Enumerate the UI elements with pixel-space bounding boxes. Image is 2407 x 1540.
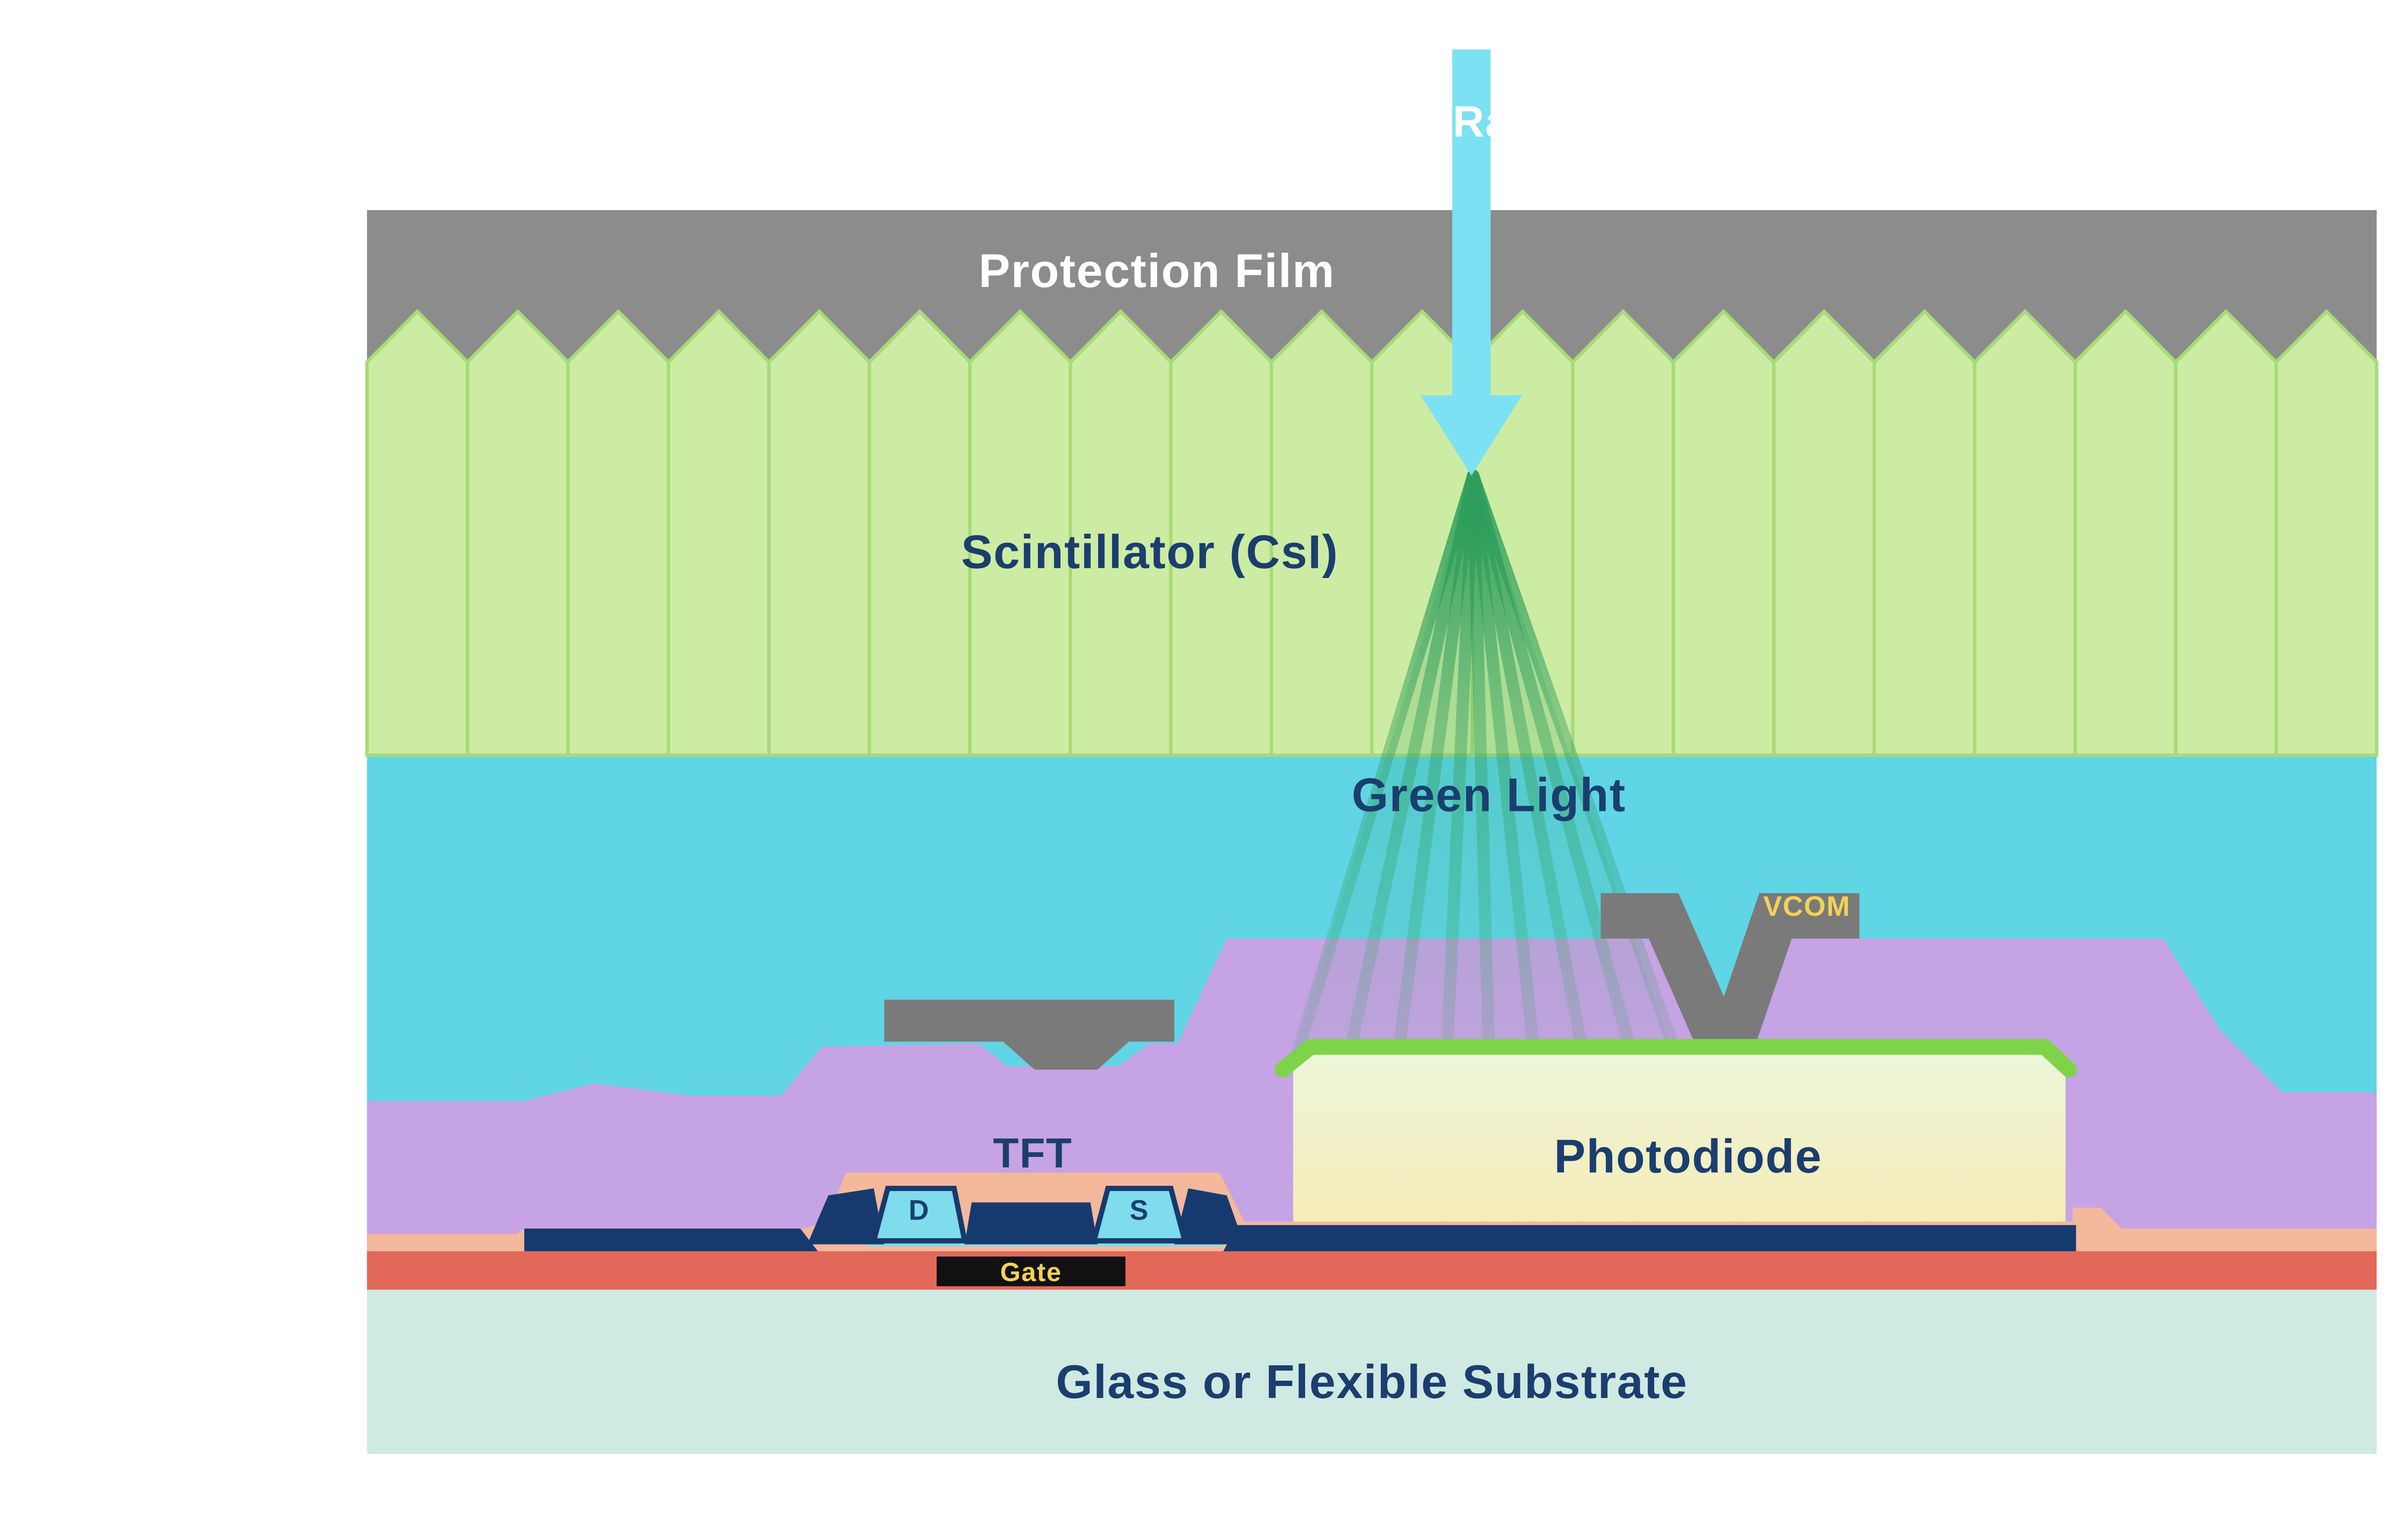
substrate-layer bbox=[367, 1289, 2377, 1454]
tft-label: TFT bbox=[993, 1130, 1073, 1177]
tft-source-contact bbox=[1090, 1185, 1189, 1244]
photodiode-body bbox=[1293, 1049, 2066, 1231]
tft-drain-contact bbox=[870, 1185, 968, 1244]
vcom-label: VCOM bbox=[1763, 891, 1851, 922]
bias-contact-electrode bbox=[884, 1000, 1175, 1070]
metal-line-left bbox=[524, 1228, 818, 1252]
tft-center-block bbox=[964, 1202, 1098, 1245]
protection-film-layer bbox=[367, 210, 2377, 364]
gate-electrode bbox=[936, 1256, 1126, 1286]
drain-label: D bbox=[909, 1195, 930, 1226]
green-light-rays bbox=[1290, 469, 1681, 1062]
xray-arrow bbox=[1421, 49, 1522, 476]
gate-label: Gate bbox=[1000, 1258, 1062, 1287]
green-light-label: Green Light bbox=[1352, 768, 1626, 821]
protection-film-label: Protection Film bbox=[979, 244, 1335, 297]
photodiode-top-electrode bbox=[1275, 1039, 2077, 1078]
scintillator-label: Scintillator (CsI) bbox=[961, 526, 1339, 578]
source-label: S bbox=[1130, 1195, 1150, 1226]
metal-line-right bbox=[1223, 1225, 2076, 1252]
substrate-label: Glass or Flexible Substrate bbox=[1056, 1355, 1688, 1408]
tft-right-electrode bbox=[1174, 1188, 1244, 1245]
gate-insulator-layer bbox=[367, 1251, 2377, 1290]
xray-label: X-Ray bbox=[1407, 98, 1535, 146]
tft-left-electrode bbox=[807, 1188, 884, 1245]
photodiode-label: Photodiode bbox=[1554, 1130, 1822, 1183]
